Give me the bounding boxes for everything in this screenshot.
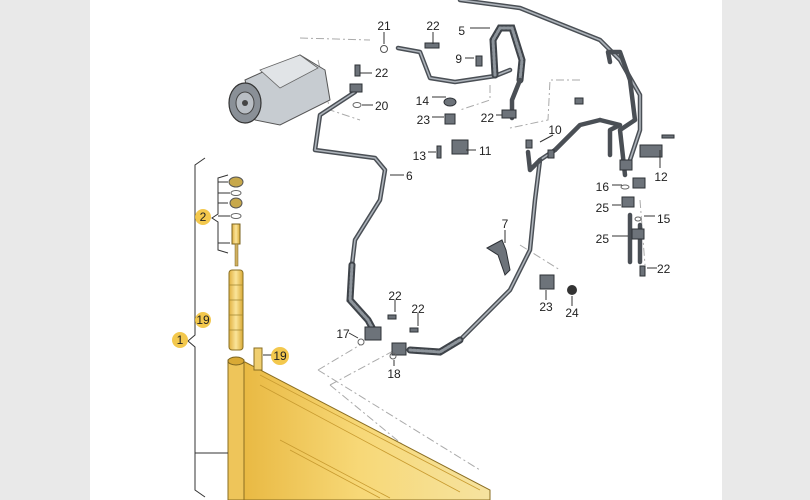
refrigerant-lines [312,0,643,356]
callout-22: 22 [481,111,495,125]
callout-labels: 21 22 5 9 22 20 14 23 22 10 13 11 6 12 1… [177,19,671,381]
callout-15: 15 [657,212,671,226]
callout-22: 22 [375,66,389,80]
receiver-drier [228,176,244,351]
callout-23: 23 [539,300,553,314]
callout-18: 18 [387,367,401,381]
callout-5: 5 [458,24,465,38]
callout-21: 21 [377,19,391,33]
callout-17: 17 [336,327,350,341]
small-parts [349,42,675,360]
callout-24: 24 [565,306,579,320]
callout-10: 10 [548,123,562,137]
callout-7: 7 [502,217,509,231]
callout-23: 23 [417,113,431,127]
callout-20: 20 [375,99,389,113]
callout-9: 9 [455,52,462,66]
callout-14: 14 [416,94,430,108]
callout-12: 12 [654,170,668,184]
callout-1: 1 [177,333,184,347]
highlight-bubbles [172,209,289,365]
ac-compressor [228,54,331,126]
leader-lines [263,27,661,366]
callout-6: 6 [406,169,413,183]
callout-22: 22 [388,289,402,303]
callout-25: 25 [596,201,610,215]
left-margin-band [0,0,90,500]
callout-19: 19 [196,313,210,327]
callout-22: 22 [426,19,440,33]
callout-25: 25 [596,232,610,246]
callout-11: 11 [479,144,492,158]
callout-13: 13 [413,149,427,163]
right-margin-band [722,0,810,500]
condenser [227,347,491,500]
group-brackets [187,157,230,498]
callout-22: 22 [411,302,425,316]
callout-22: 22 [657,262,671,276]
callout-16: 16 [596,180,610,194]
callout-2: 2 [200,210,207,224]
callout-19: 19 [273,349,287,363]
